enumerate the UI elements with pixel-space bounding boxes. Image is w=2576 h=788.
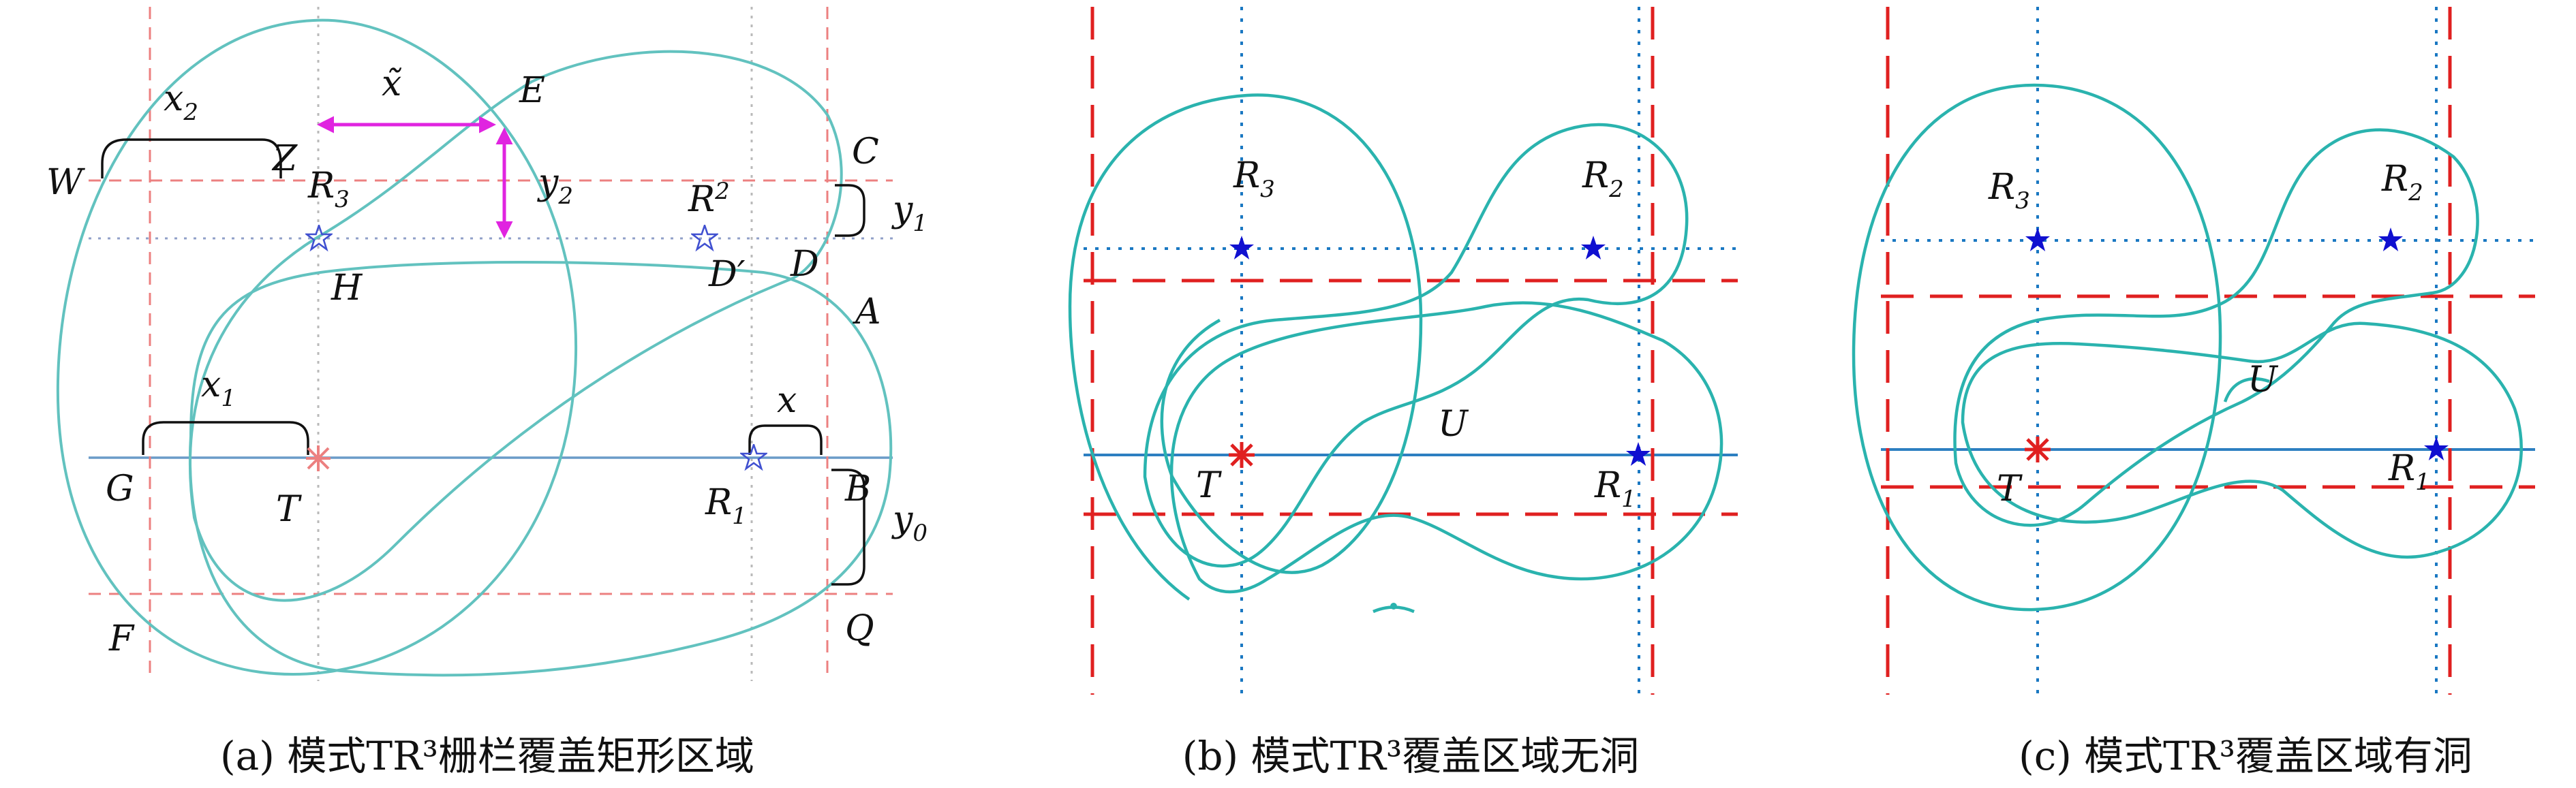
relay-r1-label: R1 (2388, 448, 2430, 496)
coverage-curve-r1 (1169, 301, 1723, 594)
coverage-curve-r3 (56, 18, 578, 676)
region-u-label: U (1438, 404, 1469, 445)
relay-r3-label: R3 (1988, 167, 2030, 215)
panel-c-caption: (c) 模式TR³覆盖区域有洞 (2019, 733, 2472, 779)
panel-a: W Z E C D D′ A B G F Q H T R3 R2 R1 x̃ x… (46, 7, 927, 779)
x2-label: x2 (164, 78, 198, 126)
relay-r2-marker (691, 225, 718, 251)
point-h-label: H (331, 268, 363, 309)
x1-label: x1 (201, 364, 236, 412)
point-q-label: Q (845, 608, 874, 649)
point-c-label: C (852, 131, 879, 172)
target-t-label: T (1196, 465, 1222, 506)
relay-r3-marker (1229, 236, 1254, 259)
point-g-label: G (106, 469, 134, 509)
x2-brace (101, 138, 282, 178)
target-t-label: T (276, 489, 302, 530)
point-d-label: D (790, 244, 819, 285)
panel-b: R3 R2 R1 T U (b) 模式TR³覆盖区域无洞 (1068, 7, 1738, 779)
coverage-hole-edge (2223, 377, 2270, 403)
coverage-curve-r3 (1068, 93, 1423, 601)
coverage-curve-r1 (189, 261, 893, 677)
relay-r2-label: R2 (2381, 159, 2423, 206)
relay-r3-label: R3 (307, 166, 350, 213)
relay-r2-label: R2 (1582, 155, 1624, 203)
coverage-curve-r2 (1143, 123, 1689, 568)
x-brace (748, 424, 823, 455)
point-b-label: B (844, 469, 871, 509)
point-d-prime-label: D′ (708, 254, 746, 295)
coverage-curve-r2 (188, 50, 843, 602)
panel-b-caption: (b) 模式TR³覆盖区域无洞 (1182, 733, 1639, 779)
y1-brace (835, 184, 865, 237)
y1-label: y1 (891, 189, 927, 237)
panel-c: R3 R2 R1 T U (c) 模式TR³覆盖区域有洞 (1852, 7, 2535, 779)
target-t-label: T (1997, 469, 2023, 509)
x-label: x (777, 380, 797, 421)
x-tilde-label: x̃ (382, 63, 402, 104)
panel-a-caption: (a) 模式TR³栅栏覆盖矩形区域 (220, 733, 754, 779)
relay-r2-label: R2 (688, 178, 730, 220)
region-u-label: U (2248, 360, 2279, 400)
y2-label: y2 (537, 162, 573, 210)
y0-brace (831, 469, 865, 586)
coverage-curve-r2 (1953, 128, 2479, 527)
x1-brace (142, 421, 309, 455)
coverage-curve-r1 (1961, 321, 2523, 559)
coverage-curve-r3 (1852, 83, 2222, 612)
point-e-label: E (519, 70, 545, 111)
relay-r1-label: R1 (705, 482, 747, 530)
point-a-label: A (853, 291, 881, 332)
coverage-curve-fragment-dot (1390, 603, 1397, 610)
y0-label: y0 (891, 499, 927, 547)
relay-r1-label: R1 (1594, 465, 1636, 513)
target-t-marker (306, 445, 331, 471)
point-z-label: Z (271, 138, 298, 179)
target-t-marker (1229, 442, 1255, 468)
target-t-marker (2025, 437, 2051, 462)
relay-r3-label: R3 (1233, 155, 1275, 203)
point-w-label: W (46, 162, 85, 203)
point-f-label: F (108, 618, 135, 659)
